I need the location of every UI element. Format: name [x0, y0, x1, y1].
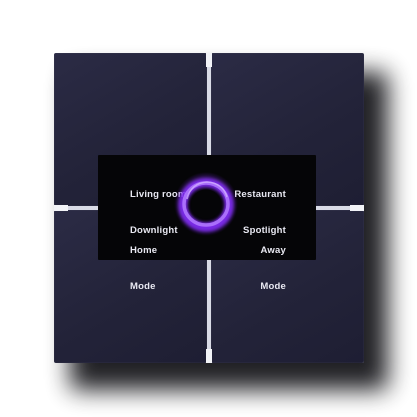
label-line: Downlight — [130, 225, 178, 236]
label-line: Spotlight — [243, 225, 286, 236]
divider-notch-bottom — [206, 349, 212, 363]
label-living-room-downlight[interactable]: Living room Downlight — [130, 165, 187, 261]
label-line: Mode — [260, 281, 286, 292]
glowing-ring-icon — [174, 172, 238, 236]
label-home-mode[interactable]: Home Mode — [130, 221, 157, 317]
label-line: Mode — [130, 281, 156, 292]
label-line: Living room — [130, 189, 187, 200]
label-away-mode[interactable]: Away Mode — [260, 221, 286, 317]
switch-panel: Living room Downlight Restaurant Spotlig… — [54, 53, 364, 363]
label-line: Restaurant — [234, 189, 286, 200]
divider-notch-right — [350, 205, 364, 211]
label-line: Home — [130, 245, 158, 256]
label-restaurant-spotlight[interactable]: Restaurant Spotlight — [234, 165, 286, 261]
label-line: Away — [260, 245, 286, 256]
divider-notch-top — [206, 53, 212, 67]
divider-notch-left — [54, 205, 68, 211]
display-screen: Living room Downlight Restaurant Spotlig… — [98, 155, 316, 292]
